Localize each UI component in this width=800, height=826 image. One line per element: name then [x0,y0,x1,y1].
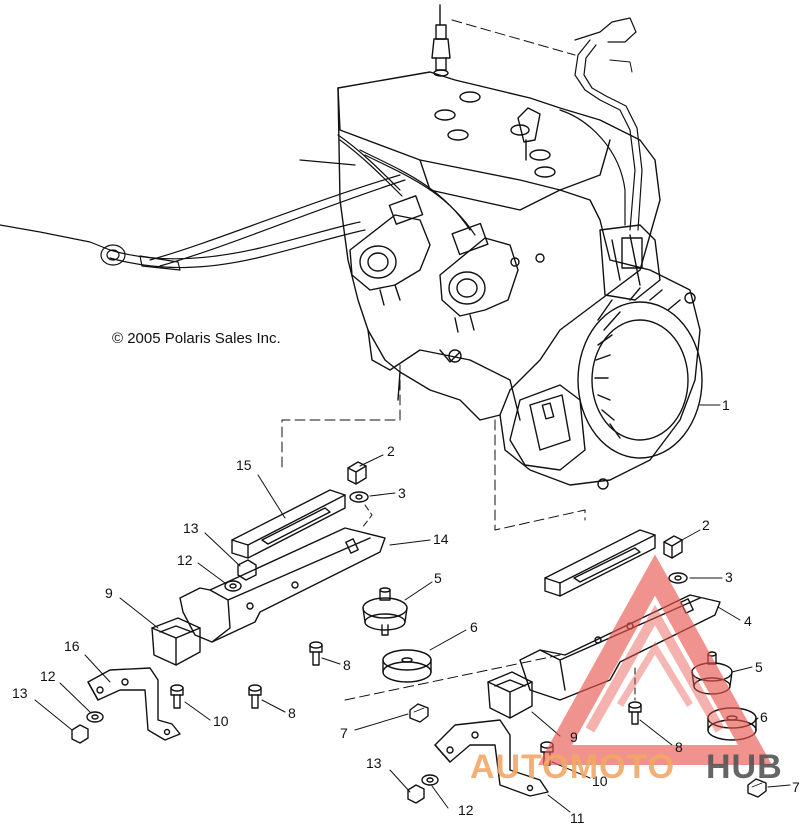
nut-7-left [409,703,429,723]
throttle-cable [0,221,366,271]
nut-13-left [71,724,89,744]
carburetor-right [439,222,519,333]
label-part-2-left: 2 [387,443,395,459]
label-part-5-left: 5 [434,570,442,586]
spark-plug [431,4,451,77]
label-part-13-mid: 13 [183,520,199,536]
washer-3-right [668,572,688,584]
washer-12-right [421,774,439,786]
label-part-10-left: 10 [213,713,229,729]
label-part-13-right: 13 [366,755,382,771]
rubber-mount-5-left [362,587,408,636]
bolt-8-right [628,701,642,725]
mount-block-9-left [151,617,201,666]
part-number-labels: 1 2 3 15 14 13 12 9 5 6 8 8 10 16 12 13 … [12,397,800,826]
nut-7-right [747,778,767,798]
engine-assembly [337,71,703,490]
label-part-14: 14 [433,531,449,547]
label-part-7-right: 7 [792,779,800,795]
label-part-3-left: 3 [398,485,406,501]
label-part-10-right: 10 [592,773,608,789]
label-part-9-left: 9 [105,585,113,601]
mount-plate-15 [231,489,346,559]
nut-13-mid [237,559,257,581]
label-part-8-right: 8 [675,739,683,755]
label-part-6-left: 6 [470,619,478,635]
watermark-automoto: AUTOMOTO [470,748,675,786]
bumper-6-left [382,649,432,683]
label-part-12-mid: 12 [177,552,193,568]
nut-2-right [663,535,683,559]
watermark-logo [538,554,772,765]
washer-12-mid [224,580,242,592]
nut-2-left [347,461,367,485]
mount-block-9-right [487,671,533,719]
label-part-12-right: 12 [458,802,474,818]
carb-cables [149,134,476,267]
label-part-5-right: 5 [755,659,763,675]
label-part-8-left: 8 [288,705,296,721]
mount-plate-15-right [544,529,656,597]
label-part-9-right: 9 [570,729,578,745]
label-part-13-left: 13 [12,685,28,701]
copyright-notice: © 2005 Polaris Sales Inc. [112,330,281,347]
washer-3-left [349,491,369,503]
bolt-8-mid [309,641,323,666]
nut-13-right [407,784,425,804]
label-part-16: 16 [64,638,80,654]
spark-plug-wire [559,17,643,231]
label-part-6-right: 6 [760,709,768,725]
watermark-hub: HUB [706,748,783,786]
bracket-16 [87,667,181,741]
carburetor-left [349,195,431,306]
label-part-2-right: 2 [702,517,710,533]
label-part-4: 4 [744,613,752,629]
watermark-text: AUTOMOTO HUB [470,748,783,786]
label-part-12-left: 12 [40,668,56,684]
bracket-14 [179,527,386,643]
bolt-8-left [248,684,262,709]
leader-lines [34,404,791,813]
label-part-8-mid: 8 [343,657,351,673]
label-part-1: 1 [722,397,730,413]
bolt-10-left [170,684,184,709]
label-part-7-left: 7 [340,725,348,741]
washer-12-left [86,711,104,723]
label-part-15: 15 [236,457,252,473]
label-part-11: 11 [570,810,585,826]
bracket-11 [434,719,549,797]
label-part-3-right: 3 [725,569,733,585]
